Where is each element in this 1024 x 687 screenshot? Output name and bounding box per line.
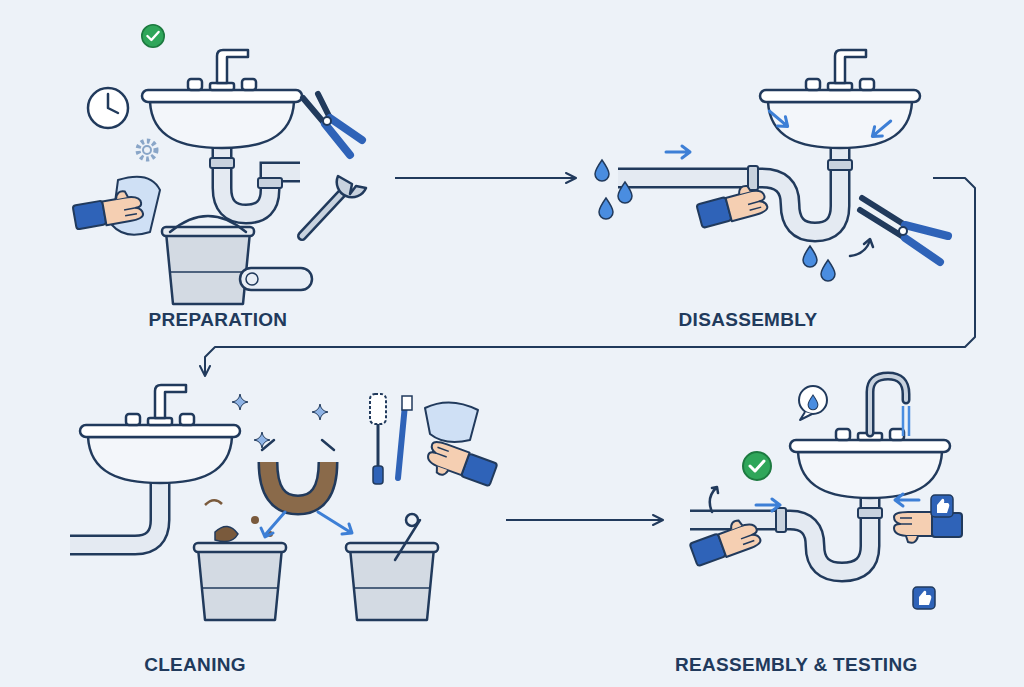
cleaning-scene-part	[70, 481, 160, 545]
reassembly-scene-part	[895, 494, 919, 506]
reassembly-scene-part	[870, 376, 906, 433]
disassembly-scene-part	[821, 260, 835, 281]
reassembly-scene-part	[913, 587, 935, 609]
cleaning-scene-part	[425, 402, 478, 442]
disassembly-scene-part	[760, 79, 920, 148]
stage-label: CLEANING	[144, 654, 246, 676]
preparation-scene-part	[302, 190, 345, 236]
cleaning-scene-part	[262, 440, 334, 450]
preparation-scene-part	[217, 50, 248, 83]
cleaning-scene-part	[370, 394, 386, 424]
reassembly-scene-part	[800, 412, 812, 420]
disassembly-scene-part	[868, 116, 894, 141]
cleaning-scene-part	[373, 466, 383, 484]
disassembly-scene-part	[828, 160, 852, 170]
disassembly-scene-part	[599, 198, 613, 219]
stage-panel: CLEANING	[55, 380, 500, 680]
reassembly-scene-part	[808, 395, 818, 410]
preparation-scene-part	[170, 216, 246, 232]
preparation-scene-part	[108, 94, 118, 113]
reassembly-scene-part	[858, 508, 882, 518]
preparation-scene-part	[142, 25, 164, 47]
preparation-scene-part	[303, 94, 330, 124]
preparation-scene-part	[302, 190, 345, 236]
disassembly-scene-part	[666, 146, 690, 158]
stage-panel: PREPARATION	[55, 20, 385, 340]
cleaning-scene-part	[70, 481, 160, 545]
disassembly-scene-part	[618, 182, 632, 203]
reassembly-scene-part	[870, 376, 906, 433]
reassembly-scene-part	[790, 429, 950, 498]
cleaning-scene-part	[261, 512, 285, 537]
disassembly-scene-part	[905, 225, 948, 262]
preparation-scene-part	[143, 146, 151, 154]
cleaning-scene-part	[346, 543, 438, 620]
preparation-scene-part	[246, 273, 258, 285]
reassembly-scene-part	[756, 499, 780, 511]
reassembly-scene-part	[688, 515, 762, 567]
stage-panel: DISASSEMBLY	[590, 20, 925, 340]
preparation-scene-part	[337, 176, 366, 197]
reassembly-scene-part	[799, 386, 827, 414]
flow-arrow	[395, 177, 576, 179]
preparation-scene-part	[222, 146, 300, 214]
cleaning-scene-part	[312, 404, 328, 420]
cleaning-scene	[70, 385, 498, 620]
disassembly-scene-part	[595, 160, 609, 181]
disassembly-scene-part	[748, 166, 758, 190]
reassembly-scene-part	[903, 406, 909, 436]
cleaning-scene-part	[194, 543, 286, 620]
cleaning-scene-part	[80, 414, 240, 483]
preparation-scene	[72, 25, 366, 304]
stage-label: DISASSEMBLY	[679, 309, 818, 331]
cleaning-scene-part	[377, 420, 380, 470]
cleaning-scene-part	[398, 405, 405, 478]
preparation-scene-part	[142, 79, 302, 148]
cleaning-scene-part	[395, 520, 420, 560]
stage-panel: REASSEMBLY & TESTING	[675, 380, 960, 680]
reassembly-scene-part	[776, 508, 786, 532]
preparation-scene-part	[240, 268, 312, 290]
reassembly-scene-part	[931, 495, 953, 517]
reassembly-scene	[688, 376, 962, 609]
cleaning-scene-part	[318, 512, 352, 534]
reassembly-scene-part	[743, 452, 771, 480]
cleaning-scene-part	[268, 462, 328, 505]
reassembly-scene-part	[710, 487, 718, 512]
preparation-scene-part	[88, 88, 128, 128]
disassembly-scene-part	[695, 182, 769, 229]
cleaning-scene-part	[251, 516, 259, 524]
preparation-scene-part	[210, 158, 234, 168]
disassembly-scene-part	[618, 146, 840, 232]
preparation-scene-part	[162, 227, 254, 304]
cleaning-scene-part	[268, 462, 328, 505]
disassembly-scene-part	[765, 106, 791, 131]
cleaning-scene-part	[406, 514, 418, 526]
cleaning-scene-part	[205, 500, 222, 505]
disassembly-scene-part	[899, 227, 907, 235]
cleaning-scene-part	[423, 440, 497, 492]
stage-label: REASSEMBLY & TESTING	[675, 654, 918, 676]
preparation-scene-part	[258, 178, 282, 188]
preparation-scene-part	[323, 117, 331, 125]
disassembly-scene-part	[864, 239, 873, 247]
cleaning-scene-part	[155, 385, 186, 418]
cleaning-scene-part	[402, 396, 412, 410]
disassembly-scene-part	[835, 50, 866, 83]
cleaning-scene-part	[215, 526, 238, 541]
disassembly-scene	[595, 50, 948, 281]
stage-label: PREPARATION	[149, 309, 288, 331]
preparation-scene-part	[138, 141, 156, 159]
cleaning-scene-part	[232, 394, 248, 410]
flow-arrow	[205, 178, 975, 376]
preparation-scene-part	[72, 188, 144, 230]
disassembly-scene-part	[803, 246, 817, 267]
disassembly-scene-part	[618, 146, 840, 232]
preparation-scene-part	[222, 146, 300, 214]
flow-arrow	[506, 519, 663, 521]
